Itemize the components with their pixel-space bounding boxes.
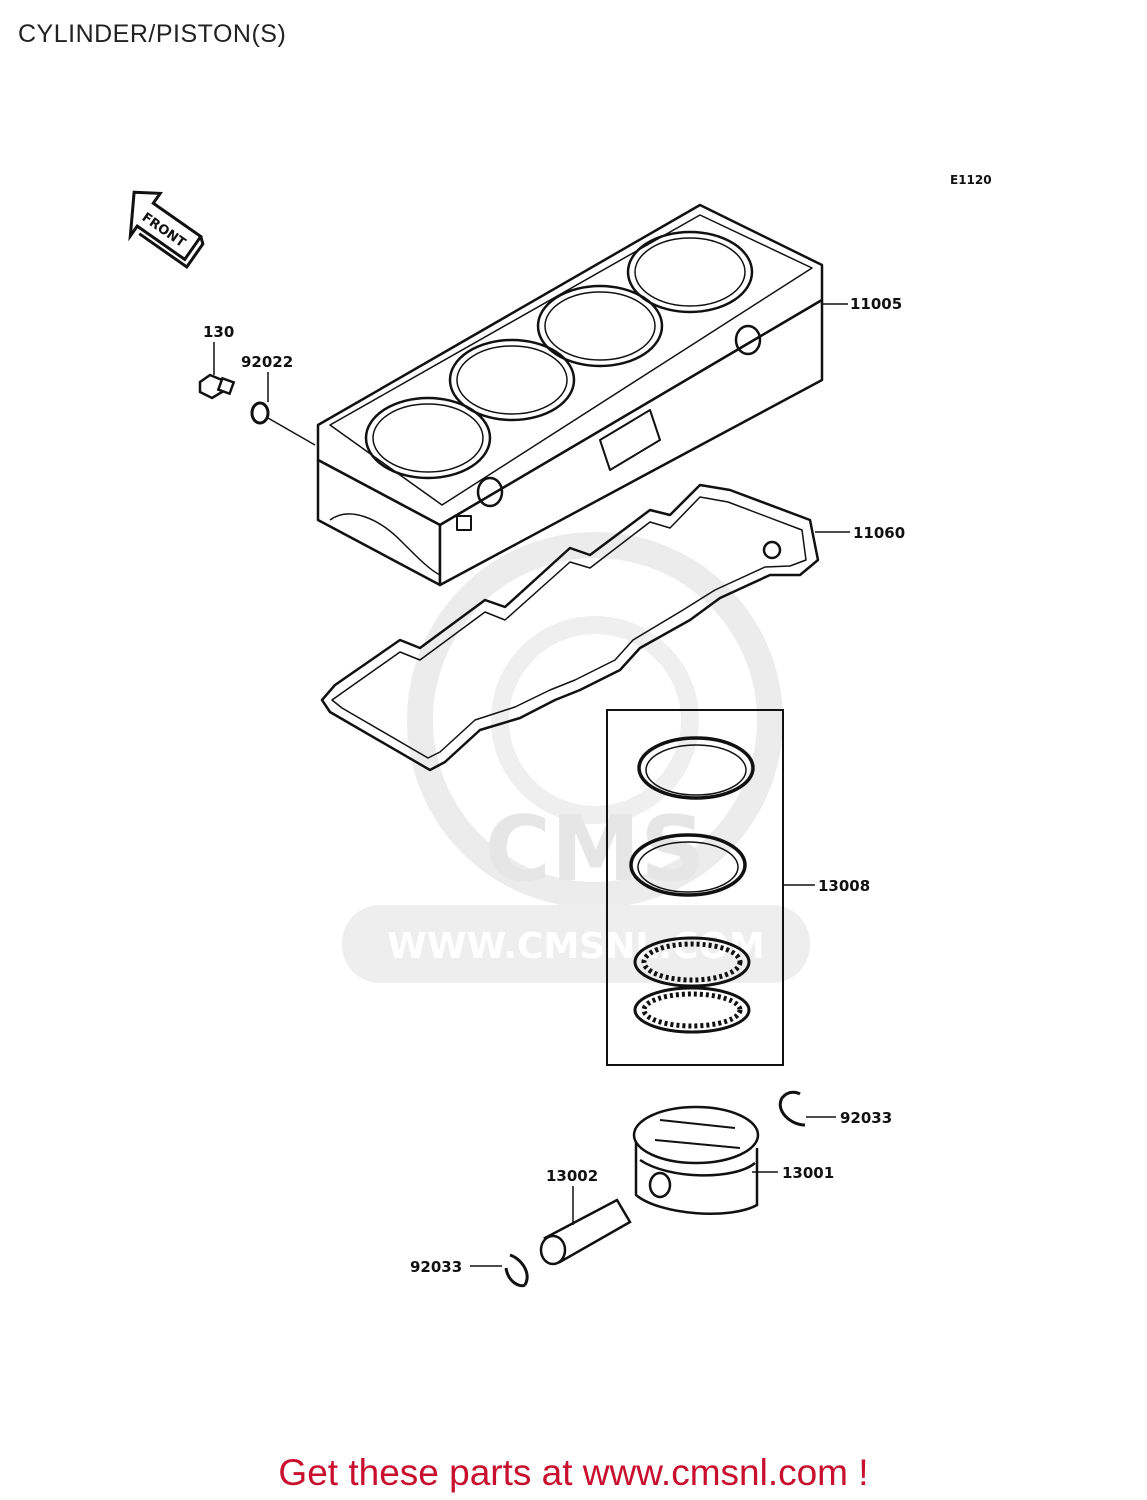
piston-rings xyxy=(629,736,755,1034)
cylinder-base-gasket xyxy=(320,483,820,772)
piston-ring-set-box xyxy=(606,709,784,1066)
callout-13001[interactable]: 13001 xyxy=(782,1164,834,1182)
piston-pin-13002 xyxy=(539,1198,632,1266)
bolt-130 xyxy=(198,373,236,400)
callout-11005[interactable]: 11005 xyxy=(850,295,902,313)
circlip-92033-bottom xyxy=(504,1253,529,1288)
get-parts-link[interactable]: Get these parts at www.cmsnl.com ! xyxy=(0,1452,1147,1494)
piston-13001 xyxy=(632,1105,760,1215)
page-title: CYLINDER/PISTON(S) xyxy=(18,20,287,48)
callout-92033-top[interactable]: 92033 xyxy=(840,1109,892,1127)
diagram-code: E1120 xyxy=(950,173,992,187)
front-arrow-icon: FRONT xyxy=(128,190,205,270)
callout-130[interactable]: 130 xyxy=(203,323,234,341)
callout-92022[interactable]: 92022 xyxy=(241,353,293,371)
cylinder-block xyxy=(316,203,824,587)
callout-92033-bottom[interactable]: 92033 xyxy=(410,1258,462,1276)
callout-13008[interactable]: 13008 xyxy=(818,877,870,895)
circlip-92033-top xyxy=(778,1090,806,1127)
washer-92022 xyxy=(250,401,270,425)
get-parts-link-text[interactable]: Get these parts at www.cmsnl.com ! xyxy=(278,1452,869,1493)
watermark-logo: CMS xyxy=(485,797,705,902)
watermark-url: WWW.CMSNL.COM xyxy=(387,926,765,967)
leader-lines xyxy=(213,303,850,1267)
callout-13002[interactable]: 13002 xyxy=(546,1167,598,1185)
callout-11060[interactable]: 11060 xyxy=(853,524,905,542)
watermark: CMS WWW.CMSNL.COM xyxy=(342,532,810,983)
